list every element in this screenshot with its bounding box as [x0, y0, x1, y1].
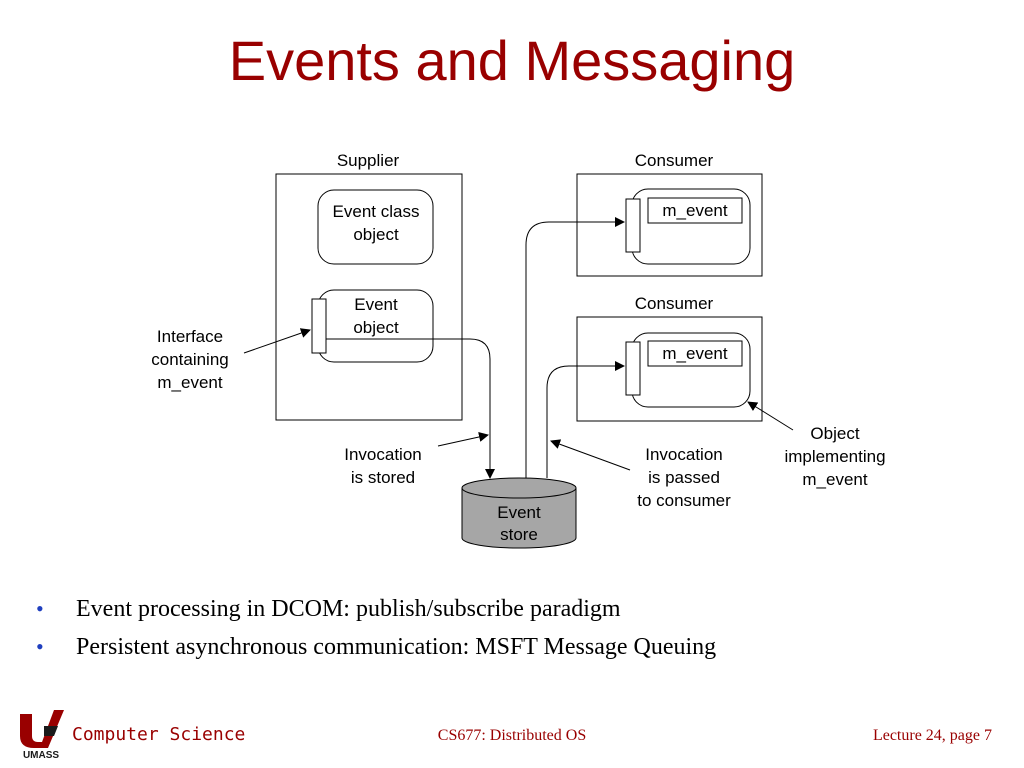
footer-course: CS677: Distributed OS [437, 727, 587, 744]
pointer-invocation-passed [550, 439, 631, 471]
pointer-invocation-stored [437, 432, 489, 447]
bullet-item: • Event processing in DCOM: publish/subs… [36, 592, 716, 630]
event-object-label: Event [354, 295, 398, 314]
m-event-label-box-2 [647, 340, 743, 367]
interface-label-3: m_event [157, 373, 222, 392]
supplier-interface-bar [311, 298, 327, 354]
bullet-text: Persistent asynchronous communication: M… [76, 634, 717, 660]
supplier-label: Supplier [337, 151, 400, 170]
invocation-passed-label-3: to consumer [637, 491, 731, 510]
object-implementing-label: Object [810, 424, 859, 443]
invocation-stored-label: Invocation [344, 445, 422, 464]
consumer-interface-bar-1 [625, 198, 641, 253]
bullet-glyph: • [36, 634, 44, 659]
pointer-interface [243, 328, 311, 354]
event-store-label: Event [497, 503, 541, 522]
consumer-interface-bar-2 [625, 341, 641, 396]
bullet-glyph: • [36, 596, 44, 621]
event-store-cylinder [461, 477, 577, 549]
invocation-passed-label-2: is passed [648, 468, 720, 487]
flow-store-to-consumer-2 [546, 361, 625, 478]
object-implementing-label-2: implementing [784, 447, 885, 466]
m-event-label-2: m_event [662, 344, 727, 363]
bullet-list: • Event processing in DCOM: publish/subs… [36, 592, 716, 668]
event-object-label-2: object [353, 318, 399, 337]
interface-label-2: containing [151, 350, 229, 369]
bullet-text: Event processing in DCOM: publish/subscr… [76, 596, 621, 622]
footer-page: Lecture 24, page 7 [872, 727, 992, 744]
slide-title: Events and Messaging [228, 29, 796, 92]
interface-label: Interface [157, 327, 223, 346]
invocation-stored-label-2: is stored [351, 468, 415, 487]
flow-event-object-to-store [326, 338, 495, 479]
event-class-object-label-2: object [353, 225, 399, 244]
umass-logo-text: UMASS [23, 750, 59, 760]
m-event-label-box-1 [647, 197, 743, 224]
event-class-object-box [317, 189, 434, 265]
flow-store-to-consumer-1 [525, 217, 625, 478]
pointer-object-implementing [747, 401, 794, 431]
m-event-label-1: m_event [662, 201, 727, 220]
footer-department: Computer Science [72, 724, 246, 745]
umass-logo: UMASS [20, 710, 64, 760]
invocation-passed-label: Invocation [645, 445, 723, 464]
event-store-label-2: store [500, 525, 538, 544]
object-implementing-label-3: m_event [802, 470, 867, 489]
bullet-item: • Persistent asynchronous communication:… [36, 630, 716, 668]
consumer-label-2: Consumer [635, 294, 714, 313]
consumer-label-1: Consumer [635, 151, 714, 170]
event-class-object-label: Event class [333, 202, 420, 221]
